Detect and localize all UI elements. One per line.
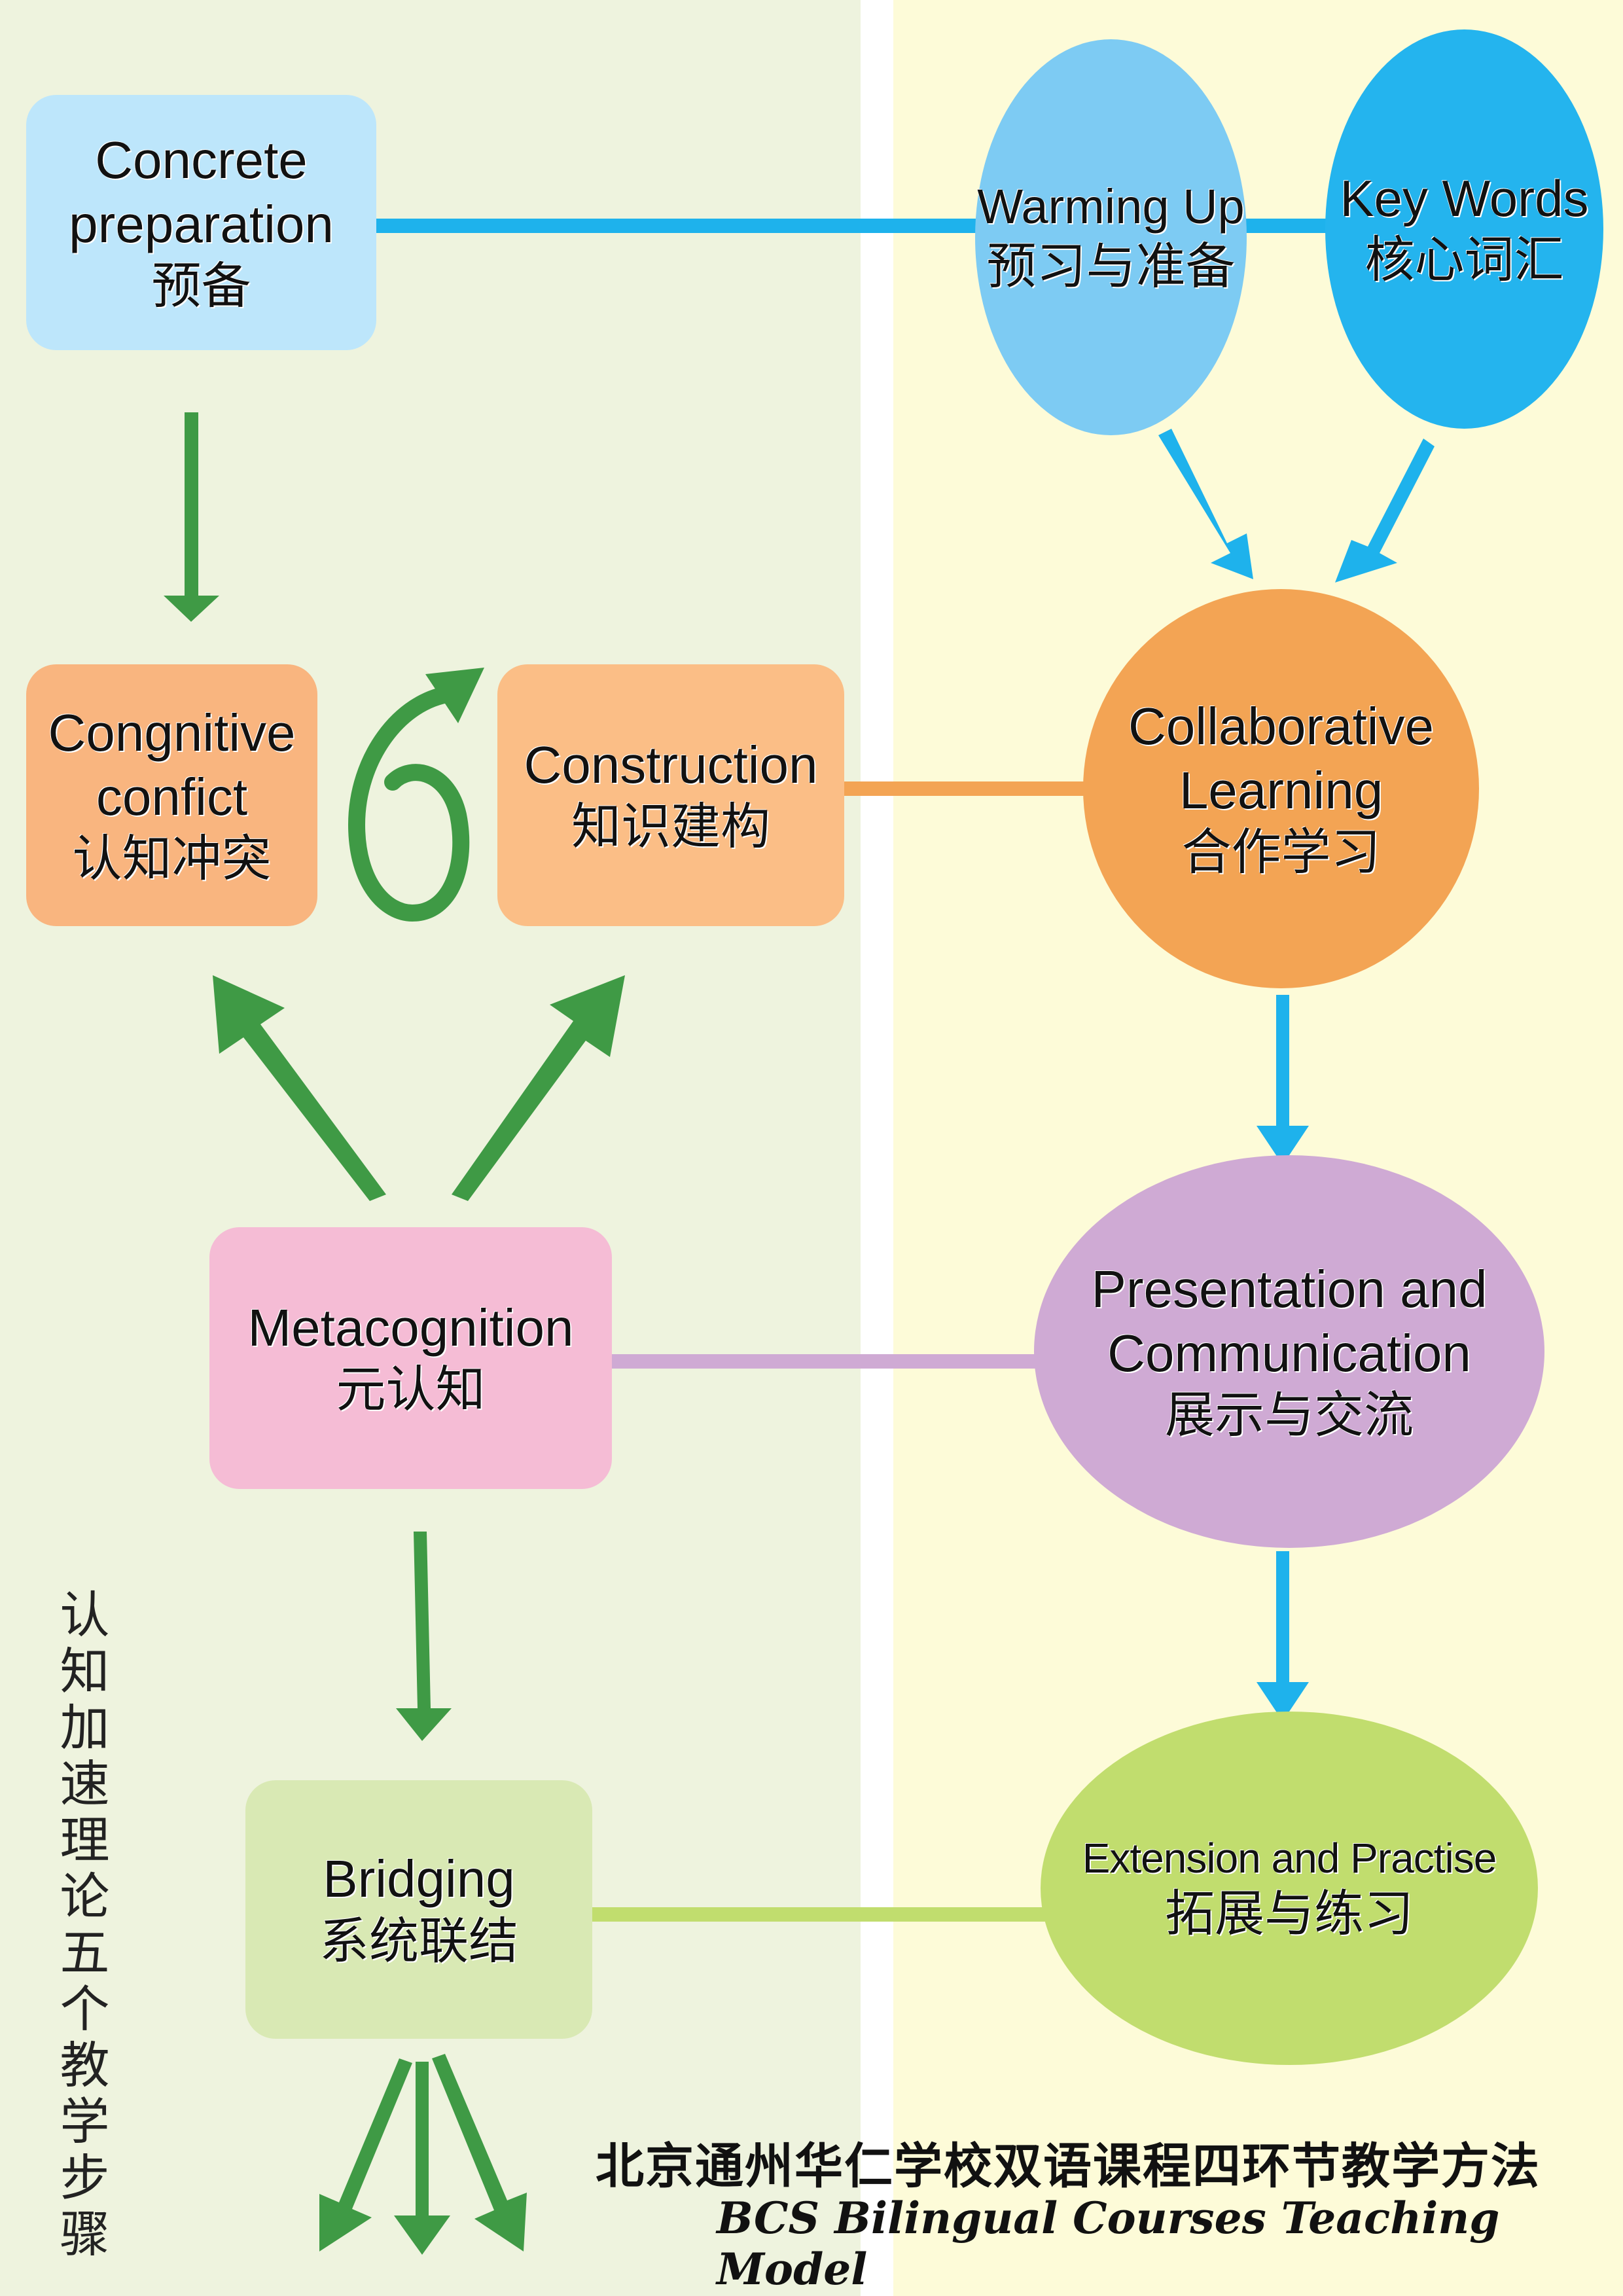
footer-title-zh: 北京通州华仁学校双语课程四环节教学方法 [596, 2138, 1541, 2195]
key-words-label-en: Key Words [1340, 170, 1589, 228]
key-words-label-zh: 核心词汇 [1364, 230, 1564, 289]
key-words-ellipse: Key Words 核心词汇 [1325, 29, 1603, 429]
collaborative-label-line2: Learning [1179, 761, 1383, 819]
construction-box: Construction 知识建构 [497, 664, 844, 926]
concrete-label-line1: Concrete [95, 131, 308, 190]
extension-practise-ellipse: Extension and Practise 拓展与练习 [1041, 1712, 1538, 2065]
arrow-bridging-down-right [432, 2054, 527, 2251]
cognitive-conflict-box: Congnitive confict 认知冲突 [26, 664, 317, 926]
arrow-bridging-down-left [319, 2058, 412, 2251]
construction-label-zh: 知识建构 [571, 797, 770, 856]
arrow-metacognition-to-conflict [213, 975, 386, 1201]
metacognition-label-zh: 元认知 [336, 1360, 486, 1419]
bridging-label-zh: 系统联结 [319, 1911, 518, 1970]
bridging-box: Bridging 系统联结 [245, 1780, 592, 2039]
arrow-presentation-to-extension [1257, 1551, 1309, 1721]
concrete-label-zh: 预备 [151, 257, 251, 315]
collaborative-label-line1: Collaborative [1128, 697, 1434, 756]
conflict-label-line1: Congnitive [48, 704, 296, 762]
bridging-label-en: Bridging [323, 1850, 515, 1909]
metacognition-label-en: Metacognition [247, 1298, 574, 1357]
concrete-preparation-box: Concrete preparation 预备 [26, 95, 376, 350]
construction-label-en: Construction [524, 735, 818, 794]
arrow-bridging-down-center [394, 2062, 450, 2255]
collaborative-label-zh: 合作学习 [1181, 823, 1381, 882]
extension-label-en: Extension and Practise [1082, 1834, 1497, 1882]
extension-label-zh: 拓展与练习 [1165, 1884, 1414, 1943]
warming-up-ellipse: Warming Up 预习与准备 [975, 39, 1247, 435]
vertical-title: 认知加速理论五个教学步骤 [60, 1586, 110, 2263]
footer-title-en: BCS Bilingual Courses Teaching Model [717, 2193, 1500, 2295]
cycle-arrowhead [425, 668, 484, 723]
warming-up-label-en: Warming Up [977, 179, 1245, 234]
collaborative-learning-ellipse: Collaborative Learning 合作学习 [1083, 589, 1479, 988]
cycle-arrow [348, 685, 470, 922]
conflict-label-zh: 认知冲突 [72, 829, 272, 888]
arrow-metacognition-to-construction [452, 975, 625, 1201]
arrow-warmup-to-collaborative [1158, 429, 1253, 579]
metacognition-box: Metacognition 元认知 [209, 1227, 612, 1489]
presentation-label-line1: Presentation and [1091, 1260, 1488, 1319]
arrow-concrete-to-conflict [164, 412, 219, 622]
arrow-collaborative-to-presentation [1257, 995, 1309, 1165]
arrow-keywords-to-collaborative [1335, 439, 1435, 583]
warming-up-label-zh: 预习与准备 [986, 237, 1236, 296]
presentation-communication-ellipse: Presentation and Communication 展示与交流 [1034, 1155, 1544, 1548]
conflict-label-line2: confict [96, 767, 248, 826]
concrete-label-line2: preparation [69, 194, 334, 253]
arrow-metacognition-to-bridging [396, 1532, 452, 1741]
presentation-label-line2: Communication [1107, 1323, 1471, 1382]
presentation-label-zh: 展示与交流 [1165, 1386, 1414, 1444]
